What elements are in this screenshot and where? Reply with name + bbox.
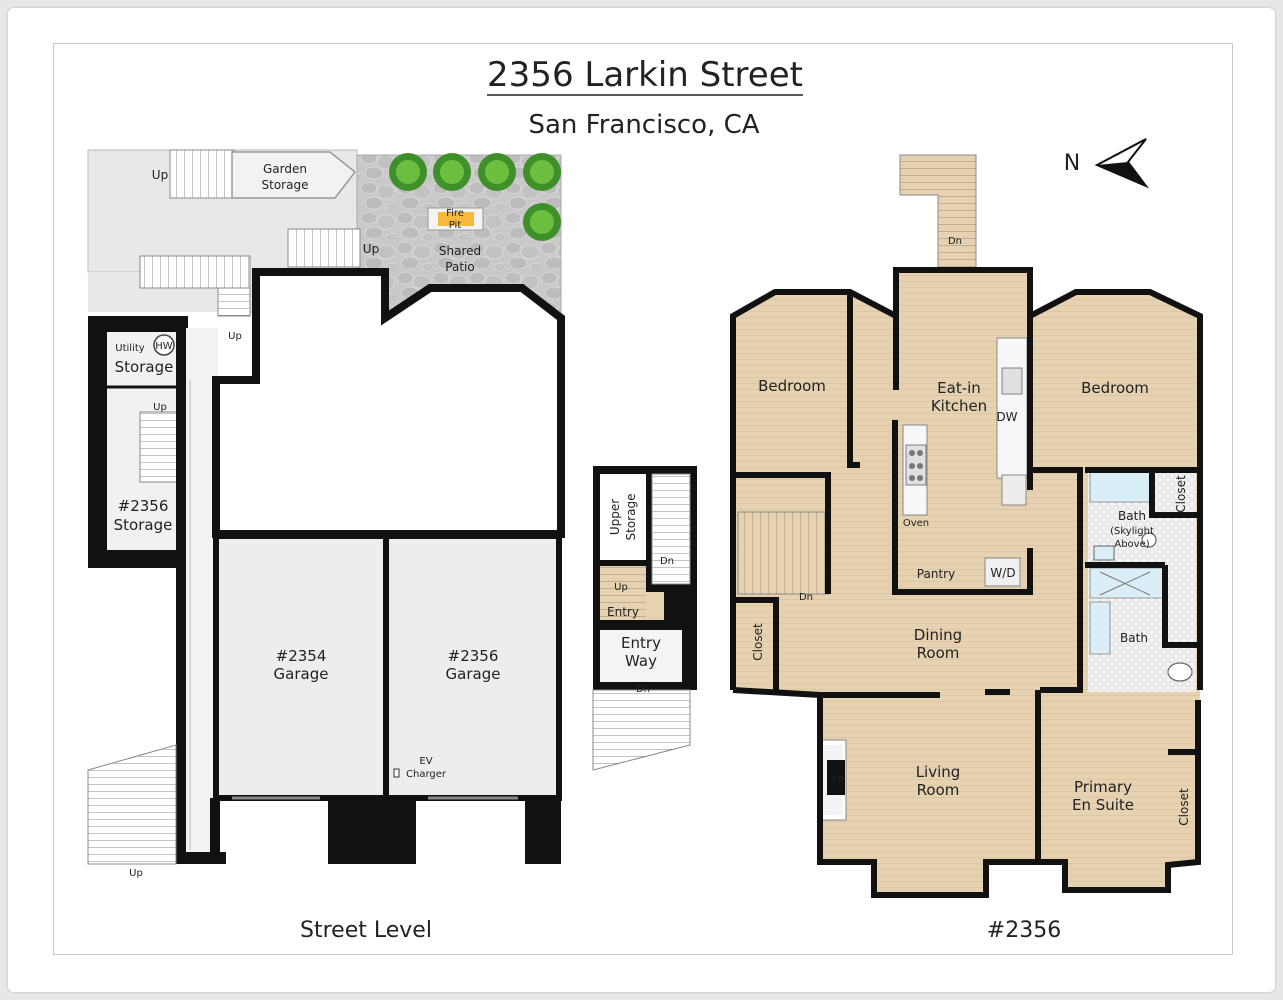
entry-stair-dn-label: Dn xyxy=(660,556,674,567)
storage-2356-label-2: Storage xyxy=(114,516,173,534)
upper-storage-label-1: Upper xyxy=(608,499,622,535)
garden-storage-label-2: Storage xyxy=(262,178,309,192)
bedroom-right-label: Bedroom xyxy=(1081,379,1149,397)
garage-2354-label-2: Garage xyxy=(274,665,329,683)
stair-up-label: Up xyxy=(152,168,168,182)
closet-primary-label: Closet xyxy=(1177,788,1191,826)
shrub-icon xyxy=(389,153,561,241)
plan-subtitle: San Francisco, CA xyxy=(528,110,759,140)
bedroom-left-label: Bedroom xyxy=(758,377,826,395)
plan-frame xyxy=(53,43,1233,955)
shared-patio-label-2: Patio xyxy=(445,260,474,274)
unit-2356-plan xyxy=(730,154,1203,898)
unit-caption: #2356 xyxy=(987,918,1061,943)
front-stair-up-label: Up xyxy=(129,868,143,879)
upper-storage-label-2: Storage xyxy=(624,494,638,541)
primary-suite-label-1: Primary xyxy=(1074,778,1132,796)
bath-top-label-3: Above) xyxy=(1114,539,1149,550)
garage-2354-label-1: #2354 xyxy=(276,647,327,665)
entry-stair-up-label: Up xyxy=(614,582,628,593)
plan-title: 2356 Larkin Street xyxy=(487,55,803,95)
dining-room-label-1: Dining xyxy=(914,626,962,644)
dishwasher-label: DW xyxy=(996,410,1017,424)
entry-way-label-2: Way xyxy=(625,652,657,670)
main-stair-dn-label: Dn xyxy=(799,592,813,603)
water-heater-icon xyxy=(153,334,175,356)
living-room-label-2: Room xyxy=(917,781,960,799)
hw-label: HW xyxy=(155,341,173,352)
living-room-label-1: Living xyxy=(916,763,961,781)
north-arrow-icon xyxy=(1094,138,1150,189)
dining-room-label-2: Room xyxy=(917,644,960,662)
ev-charger-label-1: EV xyxy=(419,756,432,767)
street-level-caption: Street Level xyxy=(300,918,432,943)
bath-label: Bath xyxy=(1120,631,1148,645)
garage-2356-label-2: Garage xyxy=(446,665,501,683)
kitchen-label-2: Kitchen xyxy=(931,397,987,415)
closet-left-label: Closet xyxy=(751,623,765,661)
fire-pit-label-2: Pit xyxy=(449,220,462,231)
back-stair-dn-label: Dn xyxy=(948,236,962,247)
pantry-label: Pantry xyxy=(917,567,955,581)
utility-label: Utility xyxy=(115,343,144,354)
shared-patio-label-1: Shared xyxy=(439,244,481,258)
fireplace-label: FP xyxy=(832,775,844,786)
entry-plan xyxy=(592,466,697,771)
washer-dryer-label: W/D xyxy=(990,566,1015,580)
garage-2356-label-1: #2356 xyxy=(448,647,499,665)
bath-top-label-2: (Skylight xyxy=(1110,526,1154,537)
street-level-plan xyxy=(87,149,565,865)
oven-label: Oven xyxy=(903,518,929,529)
utility-storage-label: Storage xyxy=(115,358,174,376)
kitchen-label-1: Eat-in xyxy=(937,379,981,397)
closet-right-label: Closet xyxy=(1174,475,1188,513)
north-label: N xyxy=(1064,151,1080,176)
patio-stair-up-label: Up xyxy=(363,242,379,256)
primary-suite-label-2: En Suite xyxy=(1072,796,1134,814)
stove-icon xyxy=(905,444,927,486)
fire-pit-label-1: Fire xyxy=(446,208,464,219)
entry-way-dn-label: Dn xyxy=(636,684,650,695)
ev-charger-label-2: Charger xyxy=(406,769,447,780)
sink-icon xyxy=(1001,367,1023,395)
entry-label: Entry xyxy=(607,605,639,619)
storage-stair-up-label: Up xyxy=(153,402,167,413)
entry-way-label-1: Entry xyxy=(621,634,661,652)
garden-storage-label-1: Garden xyxy=(263,162,307,176)
corridor-up-label: Up xyxy=(228,331,242,342)
storage-2356-label-1: #2356 xyxy=(118,497,169,515)
bath-top-label-1: Bath xyxy=(1118,509,1146,523)
